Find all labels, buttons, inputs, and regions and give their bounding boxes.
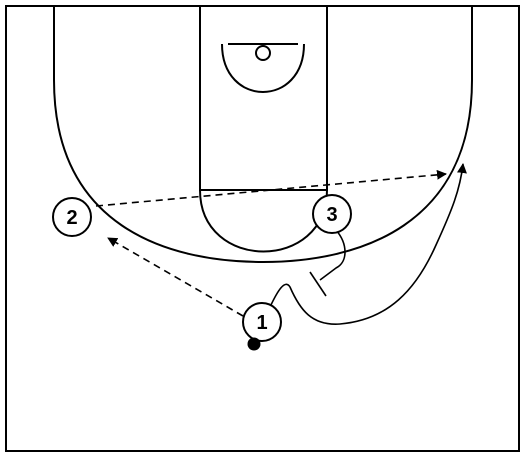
- free-throw-lane: [199, 5, 328, 191]
- ball-icon: [247, 337, 261, 351]
- player-3-marker: 3: [312, 194, 352, 234]
- three-point-line: [53, 6, 473, 264]
- player-2-label: 2: [66, 207, 77, 229]
- player-3-circle: [312, 194, 352, 234]
- player-1-marker: 1: [242, 302, 282, 351]
- restricted-area-arc: [221, 43, 305, 93]
- pass-arrow-2-to-wing: [95, 169, 447, 207]
- free-throw-circle: [199, 189, 328, 253]
- basket-rim: [255, 45, 271, 61]
- pass-arrow-1-to-2: [107, 237, 244, 317]
- screen-bar-3: [309, 271, 327, 297]
- player-2-marker: 2: [52, 197, 92, 237]
- player-1-circle: [242, 302, 282, 342]
- player-3-label: 3: [326, 204, 337, 226]
- cut-path-1: [269, 163, 467, 325]
- screen-path-3: [319, 229, 346, 281]
- player-2-circle: [52, 197, 92, 237]
- player-1-label: 1: [256, 312, 267, 334]
